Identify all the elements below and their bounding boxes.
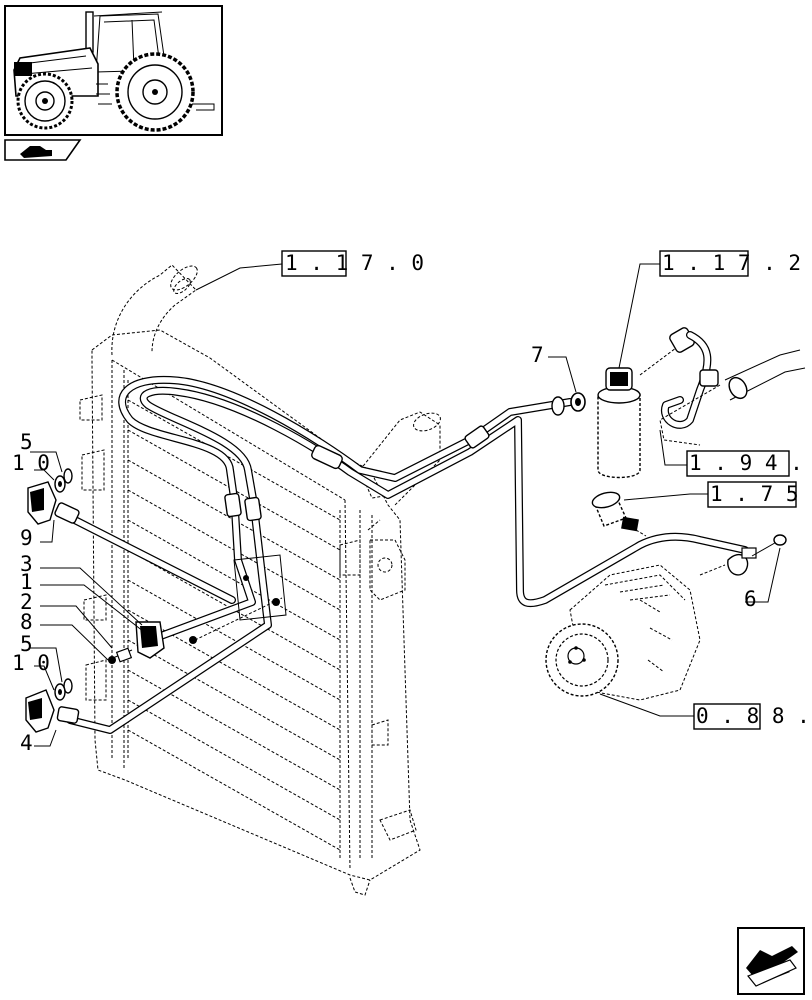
reference-0-88-0[interactable]: 0 . 8 8 . 0 [693, 703, 812, 730]
callout-5-upper: 5 [20, 430, 33, 454]
reference-1-94-3[interactable]: 1 . 9 4 . 3 / [686, 450, 812, 477]
svg-text:1 . 1 7 . 0: 1 . 1 7 . 0 [285, 251, 424, 275]
ac-compressor [545, 564, 701, 701]
callout-4: 4 [20, 731, 33, 755]
svg-text:0 . 8 8 . 0: 0 . 8 8 . 0 [696, 704, 812, 728]
next-page-arrow-icon[interactable] [737, 927, 805, 995]
svg-text:1 . 9 4 . 3 /: 1 . 9 4 . 3 / [689, 451, 812, 475]
callout-9: 9 [20, 526, 33, 550]
ac-pipes [54, 375, 749, 734]
callout-2: 2 [20, 590, 33, 614]
callout-1: 1 [20, 570, 33, 594]
svg-text:1 . 7 5 .: 1 . 7 5 . [710, 482, 812, 506]
callout-6: 6 [744, 587, 757, 611]
leader-lines [30, 263, 781, 747]
svg-text:1 . 1 7 . 2 0: 1 . 1 7 . 2 0 [662, 251, 812, 275]
callout-10-upper: 1 0 [12, 451, 50, 475]
tractor-thumbnail[interactable] [4, 5, 223, 136]
pressure-switch [591, 491, 787, 576]
reference-1-75[interactable]: 1 . 7 5 . [707, 481, 812, 508]
section-tab-icon[interactable] [4, 139, 82, 161]
reference-1-17-20[interactable]: 1 . 1 7 . 2 0 [659, 250, 812, 277]
callout-labels: 5 1 0 9 3 1 2 8 5 1 0 4 7 6 [12, 343, 757, 755]
callout-5-lower: 5 [20, 632, 33, 656]
receiver-drier [551, 327, 806, 479]
callout-10-lower: 1 0 [12, 651, 50, 675]
callout-8: 8 [20, 610, 33, 634]
reference-1-17-0[interactable]: 1 . 1 7 . 0 [281, 250, 424, 277]
callout-7: 7 [531, 343, 544, 367]
callout-3: 3 [20, 552, 33, 576]
